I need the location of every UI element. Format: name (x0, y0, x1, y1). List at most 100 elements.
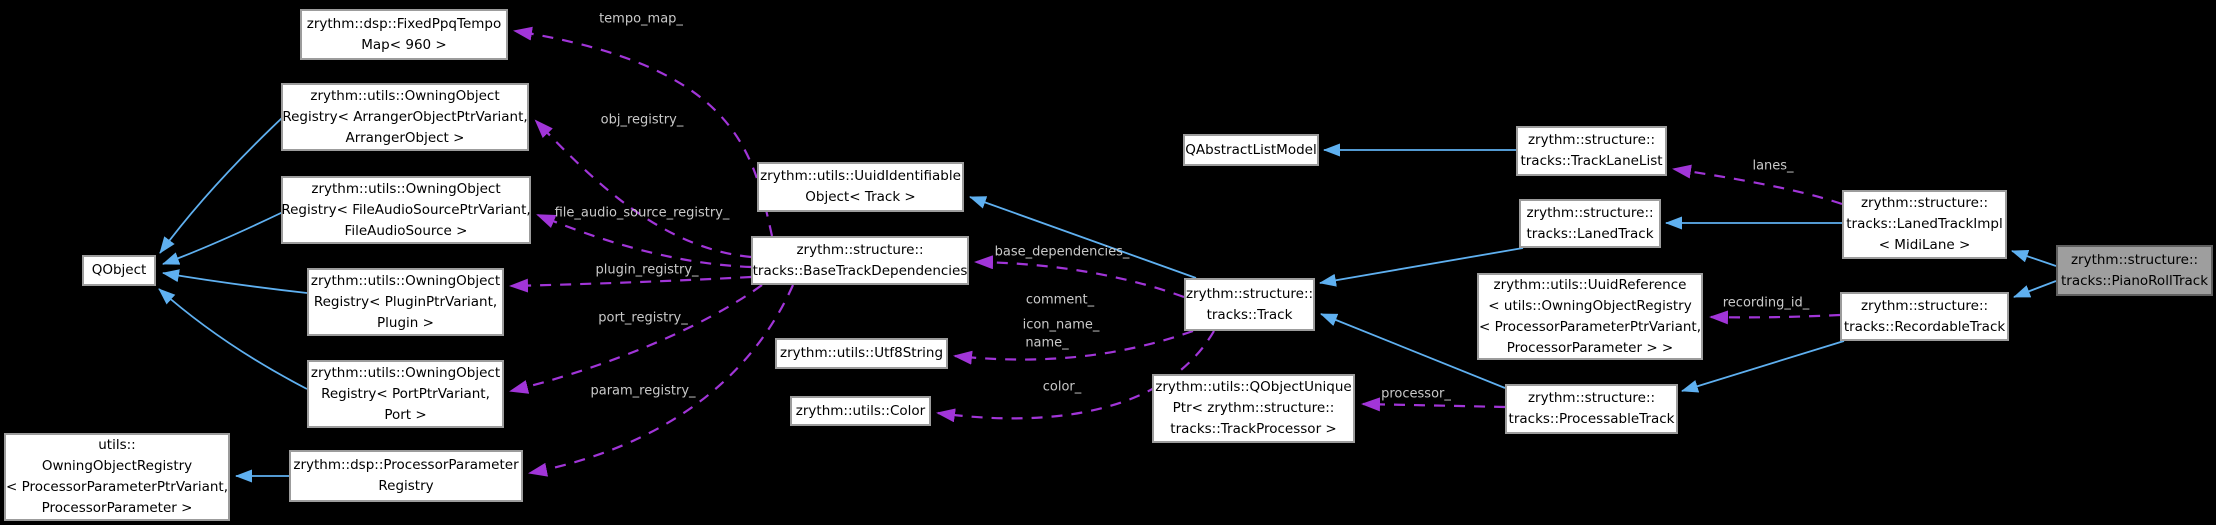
node-laned-track-impl-midi-lane[interactable]: zrythm::structure:: tracks::LanedTrackIm… (1842, 190, 2007, 259)
node-text-line: Port > (384, 406, 427, 423)
node-text-line: zrythm::utils::OwningObject (311, 180, 501, 197)
node-recordable-track[interactable]: zrythm::structure:: tracks::RecordableTr… (1840, 292, 2009, 341)
node-text-line: zrythm::structure:: (796, 241, 924, 258)
node-text-line: FileAudioSource > (344, 222, 468, 239)
edge-file-audio-registry-inherits-qobject (162, 211, 284, 265)
edge-label-obj-registry: obj_registry_ (600, 112, 684, 128)
node-text-line: zrythm::utils::OwningObject (310, 87, 500, 104)
node-text-line: zrythm::dsp::FixedPpqTempo (306, 15, 502, 32)
node-text-line: tracks::TrackProcessor > (1170, 421, 1337, 437)
node-processable-track[interactable]: zrythm::structure:: tracks::ProcessableT… (1505, 384, 1678, 434)
node-text-line: QAbstractListModel (1185, 141, 1317, 158)
edge-plugin-registry-inherits-qobject (162, 269, 308, 294)
node-text-line: QObject (91, 262, 147, 278)
node-uuid-identifiable-object-track[interactable]: zrythm::utils::UuidIdentifiable Object< … (757, 162, 964, 212)
node-qobject-unique-ptr-track-processor[interactable]: zrythm::utils::QObjectUnique Ptr< zrythm… (1152, 374, 1355, 443)
edge-label-tempo-map: tempo_map_ (599, 11, 683, 27)
node-text-line: tracks::LanedTrackImpl (1846, 216, 2003, 232)
edge-label-recording-id: recording_id_ (1722, 295, 1810, 311)
edge-usage-recording-id (1709, 310, 1841, 325)
edge-usage-lanes (1672, 164, 1843, 206)
edge-label-lanes: lanes_ (1752, 158, 1794, 174)
node-track-lane-list[interactable]: zrythm::structure:: tracks::TrackLaneLis… (1516, 126, 1667, 176)
node-text-line: tracks::TrackLaneList (1520, 153, 1663, 169)
node-text-line: Registry< PortPtrVariant, (321, 385, 490, 402)
node-text-line: zrythm::structure:: (1527, 390, 1656, 406)
edge-label-comment: comment_ (1025, 292, 1095, 308)
node-text-line: ProcessorParameter > (41, 500, 193, 516)
edge-label-plugin-registry: plugin_registry_ (595, 262, 699, 278)
node-utils-owning-object-registry-processor-parameter[interactable]: utils:: OwningObjectRegistry < Processor… (4, 433, 230, 521)
node-text-line: Object< Track > (805, 189, 916, 205)
node-text-line: zrythm::structure:: (1860, 195, 1989, 211)
node-track[interactable]: zrythm::structure:: tracks::Track (1184, 278, 1315, 331)
node-text-line: zrythm::structure:: (1860, 297, 1989, 314)
node-text-line: zrythm::utils::Color (795, 402, 926, 419)
node-text-line: tracks::RecordableTrack (1843, 318, 2006, 335)
edge-port-registry-inherits-qobject (158, 288, 308, 390)
node-color[interactable]: zrythm::utils::Color (790, 396, 931, 426)
node-qobject[interactable]: QObject (82, 255, 156, 286)
node-owning-object-registry-port[interactable]: zrythm::utils::OwningObject Registry< Po… (307, 360, 504, 428)
node-uuid-reference-processor-parameter[interactable]: zrythm::utils::UuidReference < utils::Ow… (1477, 273, 1703, 360)
node-processor-parameter-registry[interactable]: zrythm::dsp::ProcessorParameter Registry (289, 450, 523, 502)
node-text-line: < utils::OwningObjectRegistry (1488, 297, 1692, 314)
edge-label-file-audio-source-registry: file_audio_source_registry_ (554, 205, 730, 221)
edge-arranger-registry-inherits-qobject (159, 116, 284, 254)
node-owning-object-registry-file-audio-source[interactable]: zrythm::utils::OwningObject Registry< Fi… (281, 176, 531, 244)
edge-track-inherits-uuid-identifiable-object (969, 196, 1197, 279)
node-text-line: < ProcessorParameterPtrVariant, (5, 479, 229, 495)
edge-piano-roll-track-inherits-laned-track-impl (2011, 250, 2057, 267)
node-text-line: Plugin > (377, 314, 434, 331)
edge-label-processor: processor_ (1381, 386, 1451, 402)
node-text-line: tracks::ProcessableTrack (1508, 411, 1675, 427)
node-base-track-dependencies[interactable]: zrythm::structure:: tracks::BaseTrackDep… (751, 236, 969, 285)
node-text-line: zrythm::utils::UuidIdentifiable (760, 168, 961, 184)
edge-usage-obj-registry (534, 119, 752, 259)
edge-usage-file-audio-source-registry (536, 213, 752, 269)
edge-label-port-registry: port_registry_ (598, 310, 688, 326)
node-utf8-string[interactable]: zrythm::utils::Utf8String (775, 338, 948, 369)
node-text-line: Map< 960 > (361, 36, 447, 53)
edge-usage-base-dependencies (974, 255, 1185, 299)
node-text-line: zrythm::utils::Utf8String (780, 345, 944, 361)
node-qabstract-list-model[interactable]: QAbstractListModel (1183, 134, 1319, 166)
node-text-line: Registry< FileAudioSourcePtrVariant, (281, 201, 531, 218)
node-owning-object-registry-plugin[interactable]: zrythm::utils::OwningObject Registry< Pl… (307, 268, 504, 336)
edge-label-base-dependencies: base_dependencies_ (994, 244, 1130, 260)
node-text-line: tracks::Track (1206, 306, 1293, 323)
node-text-line: zrythm::dsp::ProcessorParameter (293, 457, 519, 473)
edge-label-name: name_ (1025, 335, 1069, 351)
node-owning-object-registry-arranger[interactable]: zrythm::utils::OwningObject Registry< Ar… (281, 83, 529, 151)
edge-usage-param-registry (528, 284, 795, 477)
node-piano-roll-track-current: zrythm::structure:: tracks::PianoRollTra… (2056, 245, 2213, 296)
node-text-line: OwningObjectRegistry (41, 458, 193, 474)
node-text-line: zrythm::structure:: (1526, 204, 1654, 221)
node-text-line: tracks::PianoRollTrack (2060, 272, 2209, 289)
edge-usage-port-registry (509, 284, 763, 394)
edge-usage-processor (1361, 397, 1506, 412)
node-text-line: tracks::BaseTrackDependencies (752, 262, 968, 279)
node-text-line: Registry< ArrangerObjectPtrVariant, (282, 108, 528, 125)
node-text-line: Registry< PluginPtrVariant, (313, 293, 498, 310)
node-text-line: utils:: (98, 437, 136, 453)
node-text-line: zrythm::structure:: (1185, 285, 1314, 302)
edge-usage-color (936, 330, 1215, 423)
edge-usage-plugin-registry (509, 275, 752, 293)
edge-laned-track-inherits-track (1319, 247, 1524, 287)
edge-label-color: color_ (1042, 379, 1082, 395)
node-fixed-ppq-tempo-map[interactable]: zrythm::dsp::FixedPpqTempo Map< 960 > (300, 9, 508, 60)
node-text-line: zrythm::structure:: (1527, 132, 1656, 148)
node-text-line: zrythm::utils::OwningObject (310, 272, 501, 289)
node-text-line: ProcessorParameter > > (1506, 339, 1674, 356)
node-text-line: zrythm::utils::QObjectUnique (1155, 379, 1352, 395)
node-text-line: zrythm::utils::UuidReference (1493, 276, 1687, 293)
edge-processable-track-inherits-track (1320, 313, 1506, 389)
edge-piano-roll-track-inherits-recordable-track (2013, 280, 2057, 298)
node-text-line: Registry (378, 478, 434, 494)
edge-usage-name-comment-icon (953, 329, 1194, 365)
node-text-line: zrythm::structure:: (2070, 251, 2199, 268)
edge-recordable-track-inherits-processable-track (1681, 340, 1845, 393)
node-laned-track[interactable]: zrythm::structure:: tracks::LanedTrack (1519, 199, 1661, 248)
